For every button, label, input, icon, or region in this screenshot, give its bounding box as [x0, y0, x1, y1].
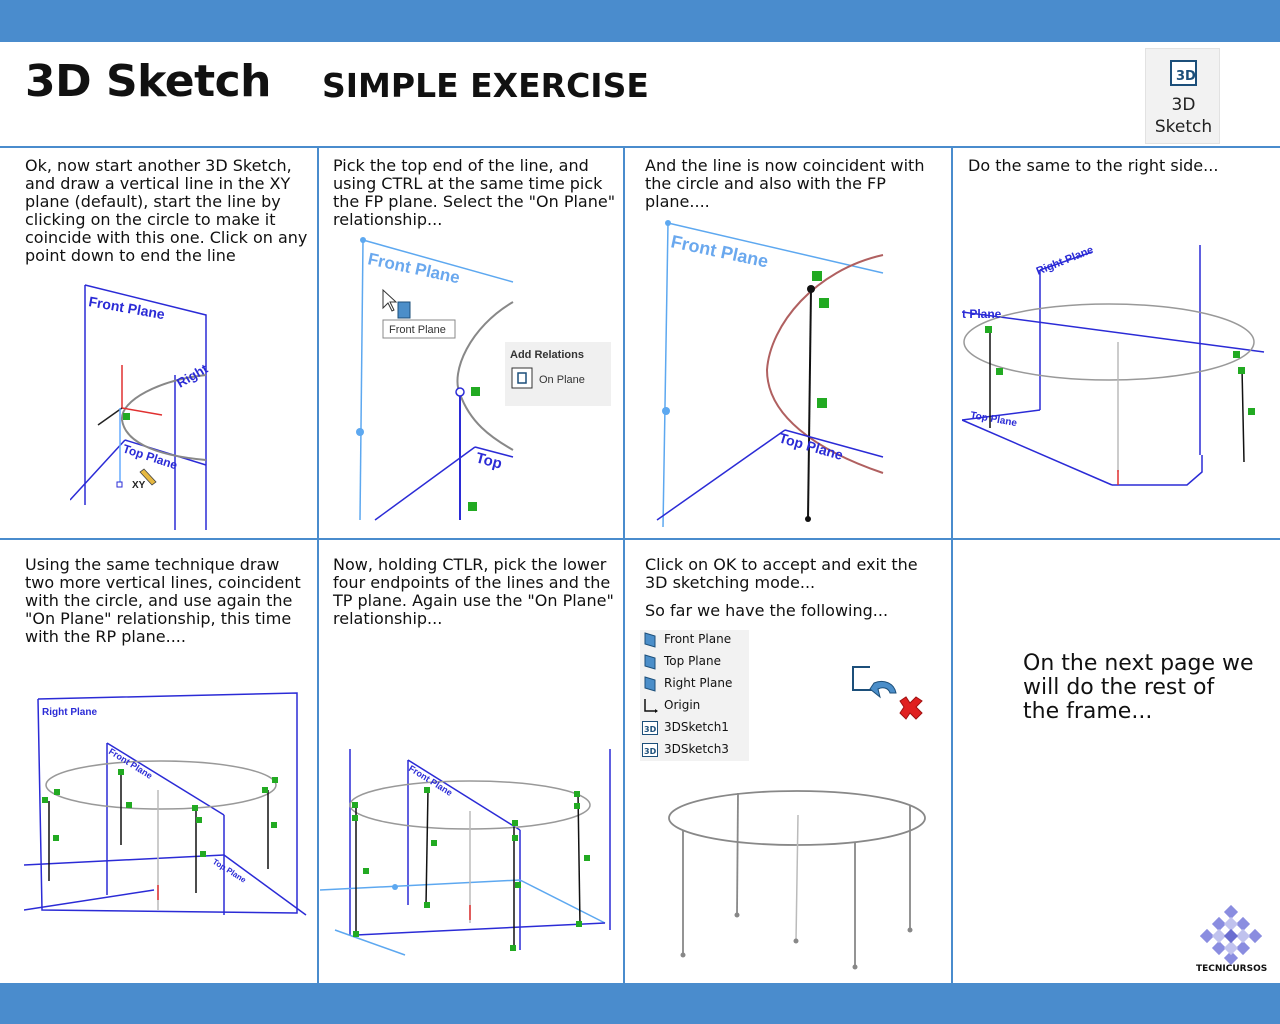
- grid-divider-1: [317, 146, 319, 983]
- step-4-text: Do the same to the right side...: [968, 156, 1219, 175]
- tree-item-top-plane[interactable]: Top Plane: [642, 652, 747, 672]
- tree-item-3dsketch1[interactable]: 3D 3DSketch1: [642, 718, 747, 738]
- closing-line-2: will do the rest of: [1023, 675, 1215, 700]
- figure-step-2: Front Plane Top Front Plane Add Relation…: [355, 232, 615, 522]
- top-band: [0, 0, 1280, 42]
- step-2-text: Pick the top end of the line, and using …: [333, 156, 616, 229]
- closing-line-1: On the next page we: [1023, 651, 1254, 676]
- tree-item-front-plane[interactable]: Front Plane: [642, 630, 747, 650]
- grid-divider-2: [623, 146, 625, 983]
- confirm-cancel-icons: [850, 665, 925, 725]
- feature-tree: Front Plane Top Plane Right Plane Origin…: [640, 630, 749, 761]
- tree-item-3dsketch3[interactable]: 3D 3DSketch3: [642, 740, 747, 760]
- logo-text: TECNICURSOS: [1196, 964, 1268, 974]
- fig2-add-relations-label[interactable]: Add Relations: [510, 349, 584, 361]
- step-5-text: Using the same technique draw two more v…: [25, 555, 301, 646]
- tree-item-label: Front Plane: [664, 632, 732, 646]
- step-7-text2: So far we have the following...: [645, 601, 889, 620]
- figure-step-7: [665, 785, 930, 975]
- page-title: 3D Sketch: [25, 56, 272, 107]
- sketch3d-icon: 3D: [642, 721, 658, 735]
- step-3-text: And the line is now coincident with the …: [645, 156, 925, 211]
- grid-divider-3: [951, 146, 953, 983]
- ok-icon[interactable]: [852, 666, 897, 699]
- grid-line-middle: [0, 538, 1280, 540]
- closing-text: On the next page we will do the rest of …: [1023, 652, 1254, 724]
- fig1-front-plane-label: Front Plane: [87, 293, 166, 322]
- fig2-front-plane-label: Front Plane: [366, 249, 461, 287]
- sketch3d-icon: 3D: [642, 743, 658, 757]
- fig3-top-plane-label: Top Plane: [777, 430, 845, 464]
- 3d-sketch-command-button[interactable]: 3D 3D Sketch: [1145, 48, 1220, 144]
- tree-item-label: Origin: [664, 698, 701, 712]
- cancel-icon[interactable]: [899, 696, 923, 720]
- plane-icon: [644, 676, 656, 692]
- tecnicursos-logo: [1199, 904, 1263, 975]
- fig2-tooltip-label: Front Plane: [389, 324, 446, 336]
- 3d-sketch-icon-text: 3D: [1176, 69, 1196, 84]
- figure-step-3: Front Plane Top Plane: [655, 215, 890, 530]
- step-7-text: Click on OK to accept and exit the 3D sk…: [645, 555, 918, 592]
- figure-step-5: Right Plane Front Plane Top Plane: [24, 685, 314, 925]
- fig6-front-plane-label: Front Plane: [407, 763, 454, 798]
- fig5-top-plane-label: Top Plane: [211, 857, 248, 885]
- step-6-text: Now, holding CTLR, pick the lower four e…: [333, 555, 614, 628]
- sketch3d-icon-text: 3D: [644, 725, 657, 734]
- fig1-top-plane-label: Top Plane: [121, 442, 179, 473]
- command-label-line2: Sketch: [1154, 117, 1213, 137]
- figure-step-1: Front Plane Right Top Plane XY: [70, 280, 210, 530]
- tree-item-label: 3DSketch1: [664, 720, 729, 734]
- bottom-band: [0, 983, 1280, 1024]
- command-label-line1: 3D: [1171, 95, 1196, 115]
- tree-item-label: Top Plane: [664, 654, 721, 668]
- origin-icon: [644, 699, 658, 713]
- sketch3d-icon-text: 3D: [644, 747, 657, 756]
- fig1-right-label: Right: [174, 361, 210, 391]
- plane-icon: [644, 632, 656, 648]
- page-subtitle: SIMPLE EXERCISE: [322, 66, 649, 105]
- 3d-sketch-icon: 3D: [1170, 60, 1197, 86]
- tree-item-right-plane[interactable]: Right Plane: [642, 674, 747, 694]
- closing-line-3: the frame...: [1023, 699, 1153, 724]
- step-1-text: Ok, now start another 3D Sketch, and dra…: [25, 156, 308, 265]
- fig2-on-plane-label[interactable]: On Plane: [539, 374, 585, 386]
- tree-item-label: Right Plane: [664, 676, 733, 690]
- fig5-right-plane-label: Right Plane: [42, 707, 97, 718]
- figure-step-4: Right Plane t Plane Top Plane: [962, 240, 1267, 495]
- fig1-xy-label: XY: [132, 480, 146, 491]
- tree-item-origin[interactable]: Origin: [642, 696, 747, 716]
- fig2-top-label: Top: [474, 449, 504, 472]
- fig4-front-plane-label: t Plane: [962, 307, 1002, 321]
- figure-step-6: Front Plane: [320, 745, 620, 960]
- plane-icon: [644, 654, 656, 670]
- grid-line-top: [0, 146, 1280, 148]
- tree-item-label: 3DSketch3: [664, 742, 729, 756]
- fig3-front-plane-label: Front Plane: [669, 231, 770, 271]
- fig4-right-plane-label: Right Plane: [1035, 244, 1096, 278]
